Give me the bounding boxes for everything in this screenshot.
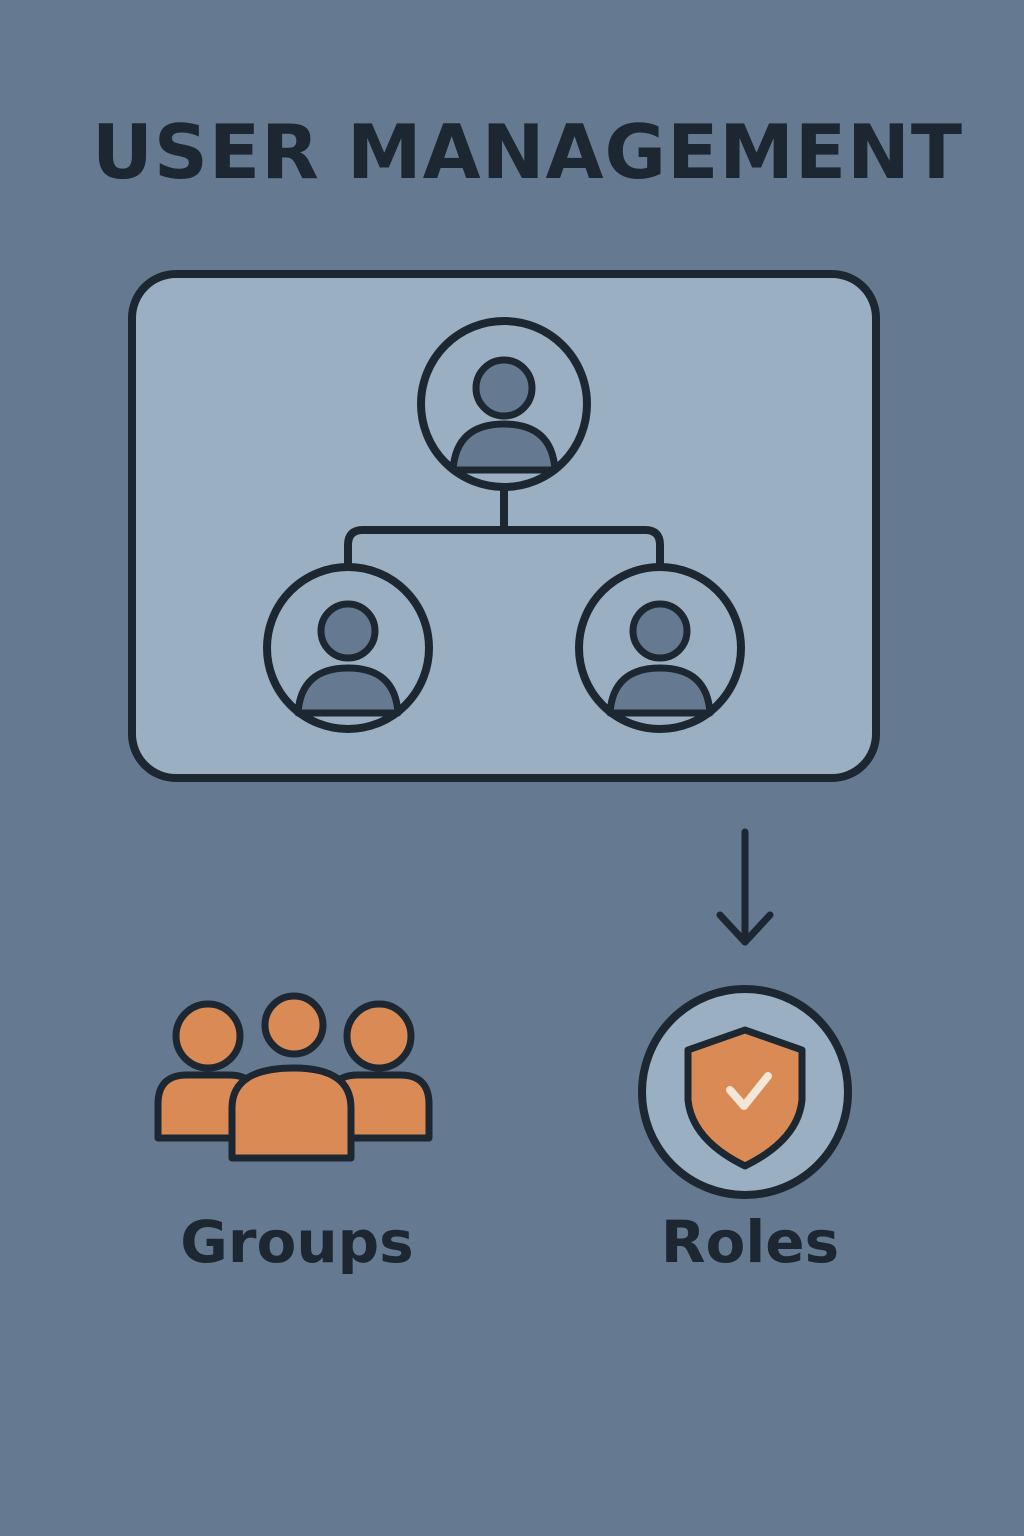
user-icon <box>294 600 402 717</box>
user-icon <box>606 600 714 717</box>
user-icon <box>449 356 559 474</box>
hierarchy-connectors <box>344 486 664 568</box>
roles-label: Roles <box>660 1208 840 1276</box>
shield-check-icon[interactable] <box>638 985 852 1199</box>
user-node-parent[interactable] <box>417 317 591 491</box>
arrow-down-icon <box>716 828 774 946</box>
users-group-icon[interactable] <box>154 992 433 1162</box>
user-node-child-left[interactable] <box>263 563 433 733</box>
user-node-child-right[interactable] <box>575 563 745 733</box>
groups-label: Groups <box>180 1208 414 1276</box>
page-title: USER MANAGEMENT <box>92 108 964 196</box>
